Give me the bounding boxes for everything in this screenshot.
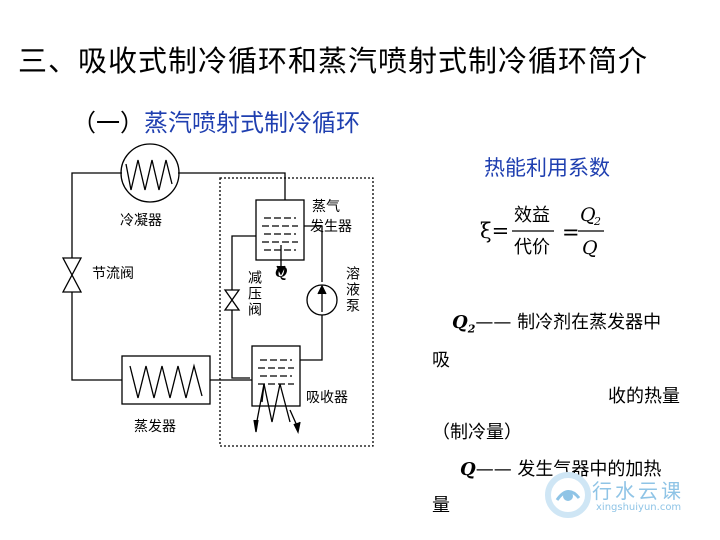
absorption-unit-boundary	[219, 177, 374, 447]
q-definition: Q—— 发生气器中的加热	[460, 455, 661, 481]
q2-definition: Q2—— 制冷剂在蒸发器中	[452, 308, 661, 336]
q2-subscript: 2	[467, 322, 476, 336]
logo-url: xingshuiyun.com	[596, 502, 682, 513]
q2-line3: 收的热量	[608, 386, 680, 407]
label-throttle: 节流阀	[92, 266, 134, 282]
evaporator-coil	[129, 363, 203, 399]
label-generator-2: 发生器	[310, 219, 352, 235]
throttle-valve	[61, 257, 83, 293]
condenser	[120, 143, 180, 203]
q-symbol: Q	[460, 459, 476, 480]
label-absorber: 吸收器	[306, 390, 348, 406]
generator-liquid-lines	[262, 217, 298, 251]
pipe-pump	[304, 225, 323, 282]
label-pump: 溶液泵	[344, 266, 360, 314]
pipe-reducer	[231, 235, 256, 290]
evaporator	[121, 355, 211, 405]
pipe-throttle-down	[71, 292, 122, 381]
q2-dash: ——	[475, 312, 512, 333]
q2-line4: （制冷量）	[432, 422, 522, 443]
formula-q: Q	[582, 237, 598, 259]
q-line1: 发生气器中的加热	[511, 459, 662, 480]
logo-icon	[545, 472, 591, 518]
formula-equals: =	[562, 220, 580, 244]
label-evaporator: 蒸发器	[134, 419, 176, 435]
absorber-liquid-lines	[258, 359, 294, 385]
formula-q2-sub: 2	[593, 215, 601, 228]
q-line2: 量	[432, 495, 450, 516]
label-heat-q: Q	[275, 265, 287, 281]
page-title: 三、吸收式制冷循环和蒸汽喷射式制冷循环简介	[18, 44, 649, 78]
logo-name: 行水云课	[592, 479, 684, 503]
label-condenser: 冷凝器	[120, 213, 162, 229]
pipe-condenser-left	[71, 172, 122, 258]
subtitle-main: 蒸汽喷射式制冷循环	[144, 109, 360, 137]
vapor-generator	[255, 199, 305, 261]
q2-symbol: Q	[452, 312, 468, 333]
q2-line2: 吸	[432, 350, 450, 371]
efficiency-formula: ξ= 效益 代价 = Q 2 Q	[480, 204, 604, 259]
efficiency-heading: 热能利用系数	[484, 156, 610, 180]
q-dash: ——	[475, 459, 512, 480]
pressure-reducer-valve	[223, 289, 241, 311]
formula-xi: ξ=	[480, 219, 509, 243]
subtitle-prefix: （一）	[72, 109, 144, 137]
label-generator-1: 蒸气	[312, 199, 340, 215]
formula-q2: Q	[580, 204, 596, 226]
section-subtitle: （一）蒸汽喷射式制冷循环	[72, 103, 360, 138]
pipe-condenser-right	[178, 172, 286, 200]
label-reducer: 减压阀	[246, 270, 262, 318]
condenser-coil	[125, 159, 173, 191]
q2-line1: 制冷剂在蒸发器中	[511, 312, 662, 333]
formula-denominator: 代价	[514, 237, 550, 258]
absorber-coil	[255, 383, 291, 427]
formula-numerator: 效益	[514, 205, 550, 226]
